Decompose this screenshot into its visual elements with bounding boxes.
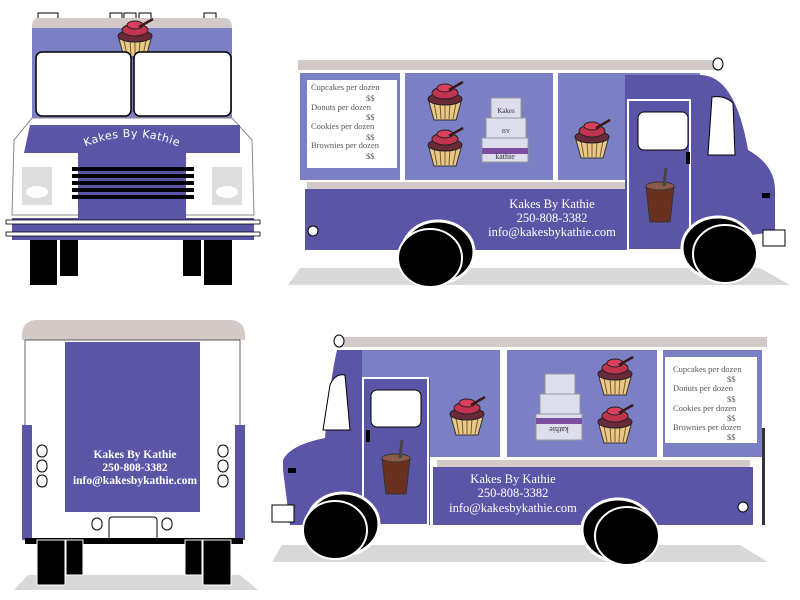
windshield-right	[133, 51, 232, 117]
menu-item-label: Donuts per dozen	[311, 102, 372, 112]
menu-item-label: Cookies per dozen	[311, 121, 375, 131]
wheel	[202, 539, 232, 586]
svg-text:Kakes: Kakes	[497, 107, 515, 115]
wheel	[30, 240, 57, 285]
windshield-left	[35, 51, 132, 117]
roof	[22, 320, 245, 340]
roof	[298, 60, 718, 70]
bumper	[271, 504, 295, 523]
menu-list: Cupcakes per dozen $$ Donuts per dozen $…	[673, 364, 742, 442]
right-side-view: Cupcakes per dozen $$ Donuts per dozen $…	[288, 57, 790, 288]
menu-list: Cupcakes per dozen $$ Donuts per dozen $…	[311, 82, 380, 161]
panel	[405, 73, 553, 180]
brand-email: info@kakesbykathie.com	[73, 475, 198, 487]
brand-phone: 250-808-3382	[478, 486, 549, 500]
brand-name: Kakes By Kathie	[470, 472, 556, 486]
bumper	[762, 229, 786, 247]
side-window	[707, 96, 736, 156]
wheel	[36, 539, 66, 586]
brand-phone: 250-808-3382	[517, 211, 588, 225]
menu-item-label: Cookies per dozen	[673, 403, 737, 413]
brand-phone: 250-808-3382	[102, 462, 167, 474]
menu-item-label: Brownies per dozen	[673, 422, 742, 432]
menu-item-label: Donuts per dozen	[673, 383, 734, 393]
wheel	[65, 539, 84, 576]
rear-view: Kakes By Kathie 250-808-3382 info@kakesb…	[14, 320, 258, 590]
brand-email: info@kakesbykathie.com	[449, 501, 577, 515]
side-window	[322, 374, 351, 431]
cake-icon: kathie	[535, 373, 583, 441]
wheel	[183, 240, 201, 276]
grille	[72, 167, 194, 199]
roof	[342, 337, 767, 347]
menu-item-price: $$	[727, 413, 736, 423]
menu-item-label: Cupcakes per dozen	[673, 364, 742, 374]
svg-text:BY: BY	[502, 129, 511, 135]
menu-item-price: $$	[366, 151, 375, 161]
wheel	[204, 240, 232, 285]
menu-item-label: Cupcakes per dozen	[311, 82, 380, 92]
brand-email: info@kakesbykathie.com	[488, 225, 616, 239]
brand-name: Kakes By Kathie	[93, 449, 176, 461]
menu-item-price: $$	[366, 132, 375, 142]
front-view: Kakes By Kathie	[5, 12, 261, 285]
menu-item-price: $$	[727, 432, 736, 442]
brand-name: Kakes By Kathie	[509, 197, 595, 211]
menu-item-price: $$	[727, 374, 736, 384]
rear-door	[65, 342, 200, 512]
door-window	[370, 389, 422, 428]
wheel	[184, 539, 203, 576]
svg-text:kathie: kathie	[549, 425, 569, 434]
svg-text:kathie: kathie	[495, 152, 515, 161]
menu-board	[307, 80, 397, 168]
cake-icon: Kakes BY kathie	[481, 97, 529, 163]
menu-board	[665, 357, 757, 443]
menu-item-label: Brownies per dozen	[311, 140, 380, 150]
left-side-view: Cupcakes per dozen $$ Donuts per dozen $…	[271, 334, 768, 566]
door-window	[637, 111, 689, 151]
hood	[24, 125, 240, 218]
wheel	[60, 240, 78, 276]
menu-item-price: $$	[366, 93, 375, 103]
menu-item-price: $$	[727, 394, 736, 404]
menu-item-price: $$	[366, 112, 375, 122]
panel	[507, 350, 657, 457]
